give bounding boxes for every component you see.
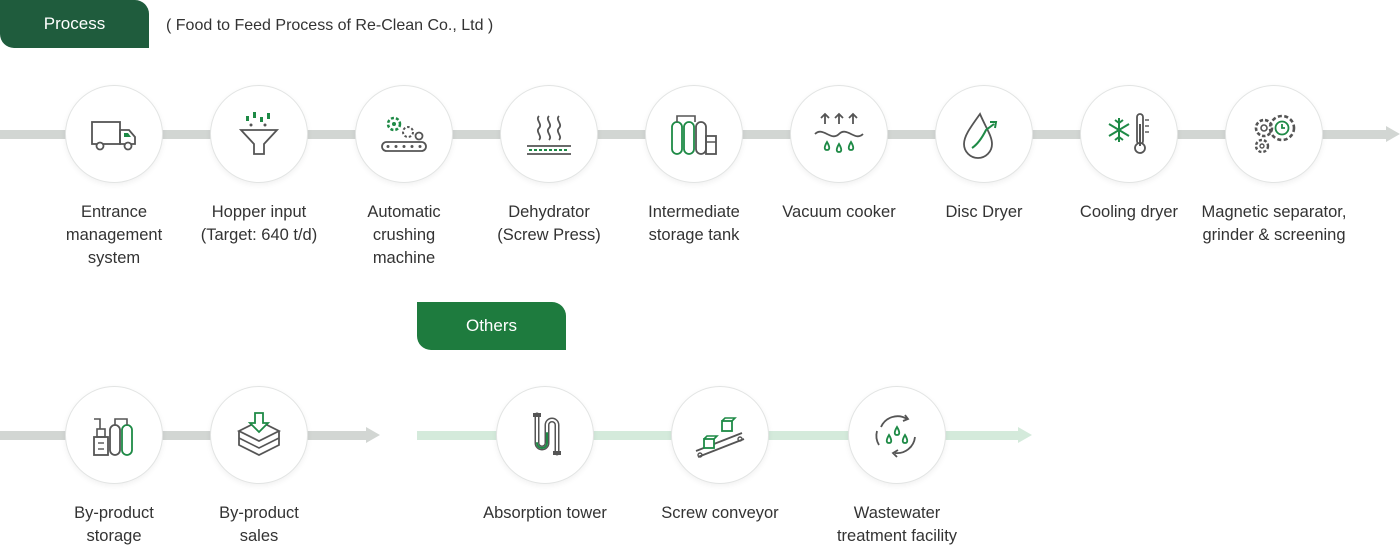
step-disc-dryer-label: Disc Dryer xyxy=(945,203,1023,221)
conveyor-boxes-icon xyxy=(695,417,745,458)
byproduct-flow-arrow xyxy=(366,427,380,443)
crushing-machine-icon xyxy=(381,116,427,152)
step-magnetic-separator-node[interactable] xyxy=(1225,85,1323,183)
drop-arrow-icon xyxy=(963,112,998,159)
step-hopper-label: Hopper input(Target: 640 t/d) xyxy=(200,203,318,244)
box-download-icon xyxy=(236,412,282,457)
step-hopper-node[interactable] xyxy=(210,85,308,183)
vacuum-droplets-icon xyxy=(814,112,864,153)
process-tab[interactable]: Process xyxy=(0,0,149,48)
byproduct-storage-node[interactable] xyxy=(65,386,163,484)
others-screw-conveyor-node[interactable] xyxy=(671,386,769,484)
step-vacuum-cooker-node[interactable] xyxy=(790,85,888,183)
gears-clock-icon xyxy=(1254,114,1296,154)
step-dehydrator-node[interactable] xyxy=(500,85,598,183)
others-absorption-tower-node[interactable] xyxy=(496,386,594,484)
step-dehydrator-label: Dehydrator(Screw Press) xyxy=(497,203,601,244)
others-wastewater-node[interactable] xyxy=(848,386,946,484)
step-crushing-node[interactable] xyxy=(355,85,453,183)
snowflake-thermometer-icon xyxy=(1108,113,1149,154)
step-disc-dryer-node[interactable] xyxy=(935,85,1033,183)
process-flow-arrow xyxy=(1386,126,1400,142)
hopper-funnel-icon xyxy=(238,112,280,155)
step-magnetic-separator-label: Magnetic separator,grinder & screening xyxy=(1201,203,1347,244)
step-entrance-node[interactable] xyxy=(65,85,163,183)
byproduct-sales-node[interactable] xyxy=(210,386,308,484)
absorption-pipe-icon xyxy=(533,412,561,456)
water-recycle-icon xyxy=(875,414,916,458)
step-storage-tank-node[interactable] xyxy=(645,85,743,183)
others-tab[interactable]: Others xyxy=(417,302,566,350)
truck-icon xyxy=(91,121,136,151)
others-screw-conveyor-label: Screw conveyor xyxy=(661,504,779,522)
step-cooling-dryer-node[interactable] xyxy=(1080,85,1178,183)
storage-tanks-icon xyxy=(671,115,717,155)
process-subtitle: ( Food to Feed Process of Re-Clean Co., … xyxy=(166,17,494,34)
step-vacuum-cooker-label: Vacuum cooker xyxy=(782,203,896,221)
byproduct-flow-line xyxy=(0,431,366,440)
factory-tanks-icon xyxy=(93,418,133,456)
steam-heat-icon xyxy=(527,115,571,155)
step-cooling-dryer-label: Cooling dryer xyxy=(1079,203,1179,221)
others-absorption-tower-label: Absorption tower xyxy=(483,504,607,522)
others-flow-arrow xyxy=(1018,427,1032,443)
